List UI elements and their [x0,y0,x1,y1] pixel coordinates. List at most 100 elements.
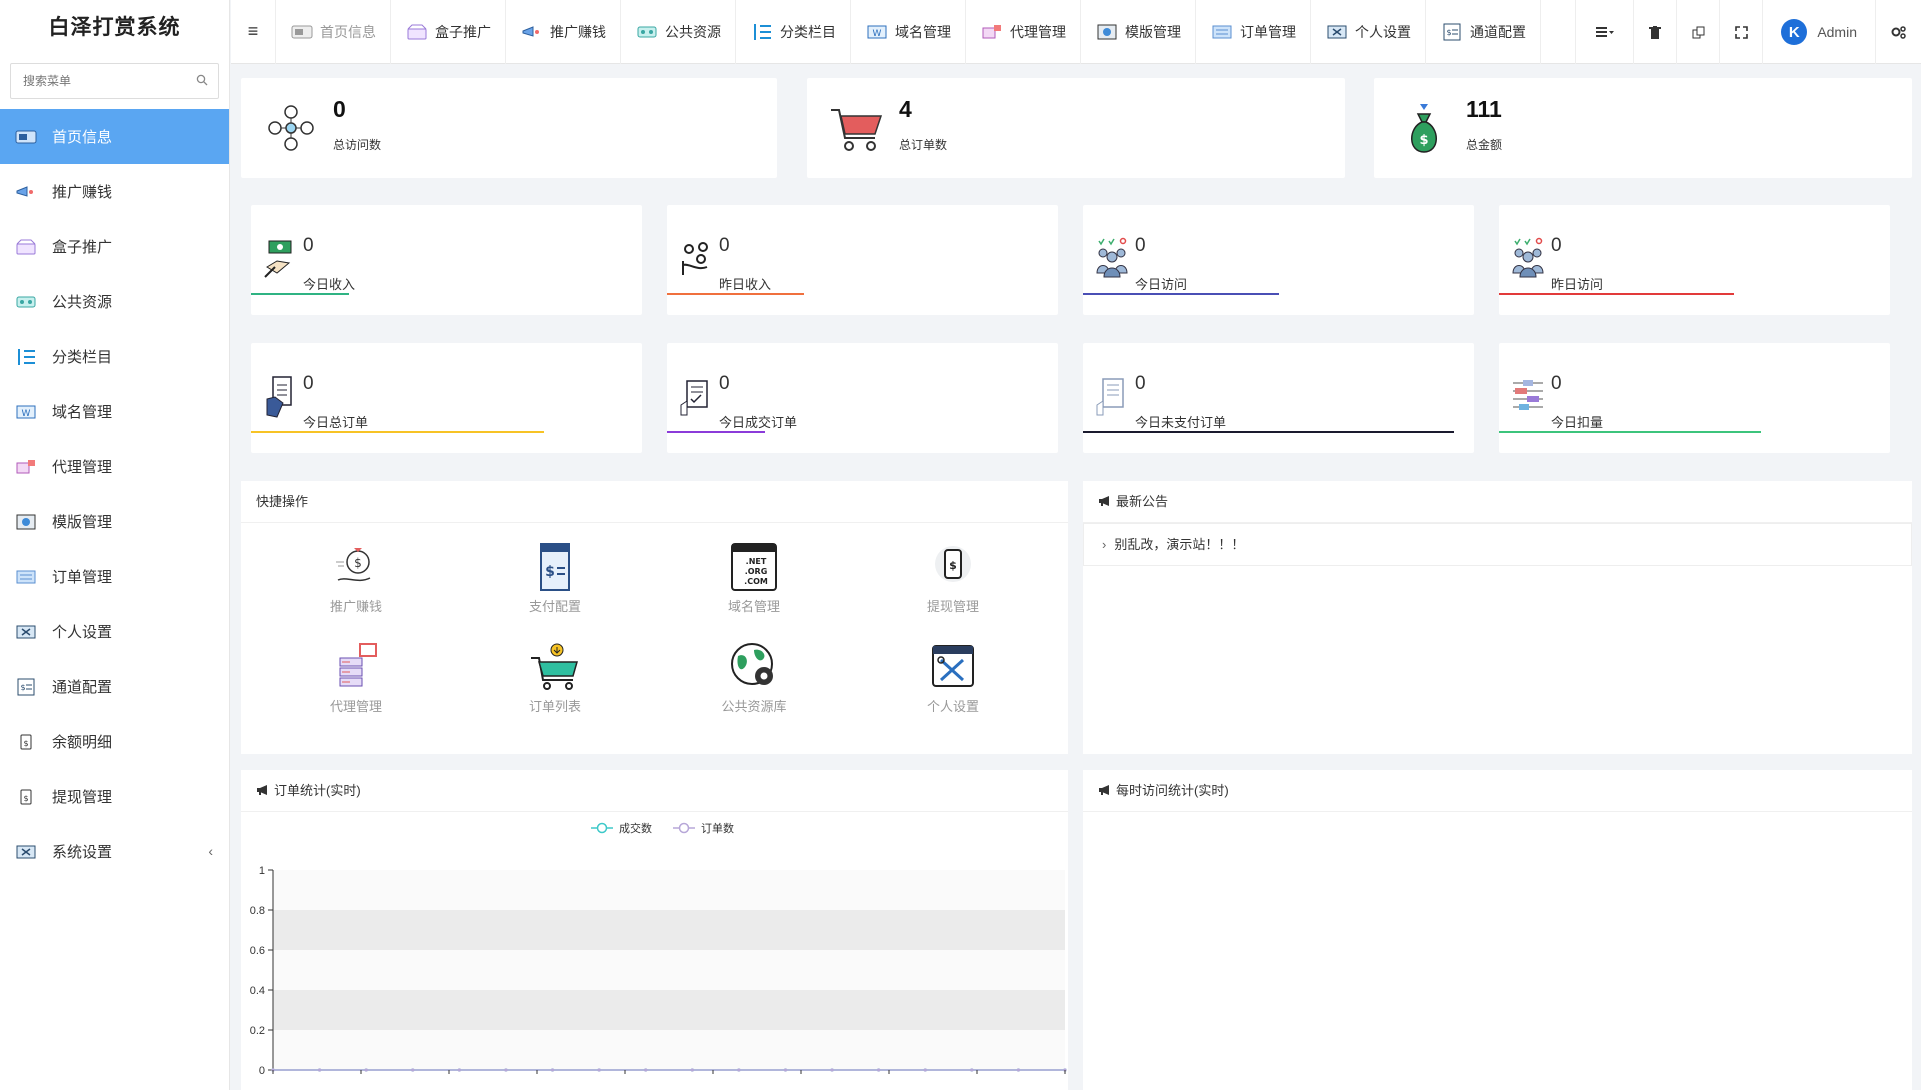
chevron-left-icon[interactable]: ‹ [208,843,213,859]
quick-actions-panel: 快捷操作 $ 推广赚钱 $ 支付配置 .NET.ORG.COM 域名管理 $ 提… [241,481,1068,754]
sidebar-item-balance[interactable]: $ 余额明细 [0,714,229,769]
stat-value: 0 [303,235,314,256]
personal-settings-icon [14,622,38,642]
sidebar-item-channel[interactable]: $ 通道配置 [0,659,229,714]
stat-label: 今日成交订单 [719,415,798,430]
megaphone-icon [14,182,38,202]
tab-orders[interactable]: 订单管理 [1196,0,1311,64]
quick-action-label: 代理管理 [329,699,382,714]
data-point [1016,1068,1021,1072]
quick-action-public-resources[interactable]: 公共资源库 [684,642,824,715]
phone-dollar-icon: $ [935,546,971,582]
menu-toggle-icon[interactable]: ≡ [231,0,276,64]
svg-text:.NET: .NET [746,557,767,566]
tab-home[interactable]: 首页信息 [276,0,391,64]
sidebar-item-agent[interactable]: 代理管理 [0,439,229,494]
tab-channel[interactable]: $ 通道配置 [1426,0,1541,64]
order-chart-title: 订单统计(实时) [274,783,361,798]
tab-promote[interactable]: 推广赚钱 [506,0,621,64]
stat-progress-bar [1499,431,1761,433]
legend-label: 订单数 [701,822,734,835]
personal-settings-icon [1325,21,1349,43]
tab-resources[interactable]: 公共资源 [621,0,736,64]
unpaid-receipt-icon [1096,378,1124,416]
announcement-item[interactable]: › 别乱改，演示站！！！ [1083,523,1912,566]
stat-progress-bar [1083,431,1454,433]
sidebar-item-category[interactable]: 分类栏目 [0,329,229,384]
quick-action-label: 域名管理 [727,599,780,614]
quick-action-label: 个人设置 [926,699,979,714]
sidebar-item-withdraw[interactable]: $ 提现管理 [0,769,229,824]
svg-text:$: $ [23,794,28,803]
balance-icon: $ [14,732,38,752]
sidebar-item-system[interactable]: 系统设置 ‹ [0,824,229,879]
tab-agent[interactable]: 代理管理 [966,0,1081,64]
resource-icon [635,21,659,43]
tab-label: 首页信息 [320,23,376,40]
y-tick-label: 1 [259,865,265,877]
stat-value: 0 [1135,373,1146,394]
sidebar-item-template[interactable]: 模版管理 [0,494,229,549]
data-point [504,1068,508,1072]
stat-label: 今日未支付订单 [1135,415,1227,430]
svg-text:W: W [22,409,31,419]
domain-net-icon: .NET.ORG.COM [731,543,777,591]
search-icon[interactable] [196,74,208,86]
quick-action-domain[interactable]: .NET.ORG.COM 域名管理 [684,542,824,615]
tab-category[interactable]: 分类栏目 [736,0,851,64]
stat-progress-bar [251,431,544,433]
tab-label: 分类栏目 [780,23,836,40]
stat-card-today-visits: 0 今日访问 [1083,205,1474,315]
chart-band [273,910,1065,950]
tab-label: 公共资源 [665,23,721,40]
quick-action-withdraw[interactable]: $ 提现管理 [883,542,1023,615]
sidebar-item-label: 代理管理 [52,459,113,476]
home-dashboard-icon [290,21,314,43]
data-point [364,1068,368,1072]
sidebar-item-home[interactable]: 首页信息 [0,109,229,164]
gears-icon[interactable] [1875,0,1921,64]
quick-action-promote[interactable]: $ 推广赚钱 [286,542,426,615]
quick-action-personal-settings[interactable]: 个人设置 [883,642,1023,715]
sidebar-item-promote[interactable]: 推广赚钱 [0,164,229,219]
app-title: 白泽打赏系统 [48,16,181,39]
chevron-right-icon: › [1102,537,1107,552]
data-point [783,1068,788,1072]
tab-personal[interactable]: 个人设置 [1311,0,1426,64]
copy-icon[interactable] [1676,0,1719,64]
stat-progress-bar [667,431,765,433]
announcement-title: 最新公告 [1116,494,1169,509]
sidebar-item-domain[interactable]: W 域名管理 [0,384,229,439]
sidebar-item-resources[interactable]: 公共资源 [0,274,229,329]
search-input[interactable] [11,64,218,98]
sidebar-item-personal[interactable]: 个人设置 [0,604,229,659]
tab-label: 通道配置 [1470,23,1526,40]
chart-band [273,950,1065,990]
tab-list-dropdown-icon[interactable] [1575,0,1633,64]
announcement-text: 别乱改，演示站！！！ [1114,537,1245,552]
svg-text:$: $ [1446,28,1451,37]
tab-box[interactable]: 盒子推广 [391,0,506,64]
stat-value: 0 [719,373,730,394]
quick-action-label: 提现管理 [926,599,979,614]
y-tick-label: 0.4 [250,985,265,997]
quick-action-agent[interactable]: 代理管理 [286,642,426,715]
channel-icon: $ [1440,21,1464,43]
menu-search[interactable] [10,63,219,99]
stat-progress-bar [251,293,349,295]
fullscreen-icon[interactable] [1719,0,1762,64]
tab-label: 盒子推广 [435,23,491,40]
svg-text:.ORG: .ORG [745,567,768,576]
panel-title: 快捷操作 [241,481,1068,523]
panel-title: 每时访问统计(实时) [1083,770,1912,812]
trash-icon[interactable] [1633,0,1676,64]
category-icon [14,347,38,367]
sidebar-item-box[interactable]: 盒子推广 [0,219,229,274]
user-menu[interactable]: K Admin [1762,0,1875,64]
sidebar-item-orders[interactable]: 订单管理 [0,549,229,604]
quick-action-order-list[interactable]: 订单列表 [485,642,625,715]
tab-template[interactable]: 模版管理 [1081,0,1196,64]
money-bag-hand-icon: $ [336,548,371,582]
quick-action-payment[interactable]: $ 支付配置 [485,542,625,615]
